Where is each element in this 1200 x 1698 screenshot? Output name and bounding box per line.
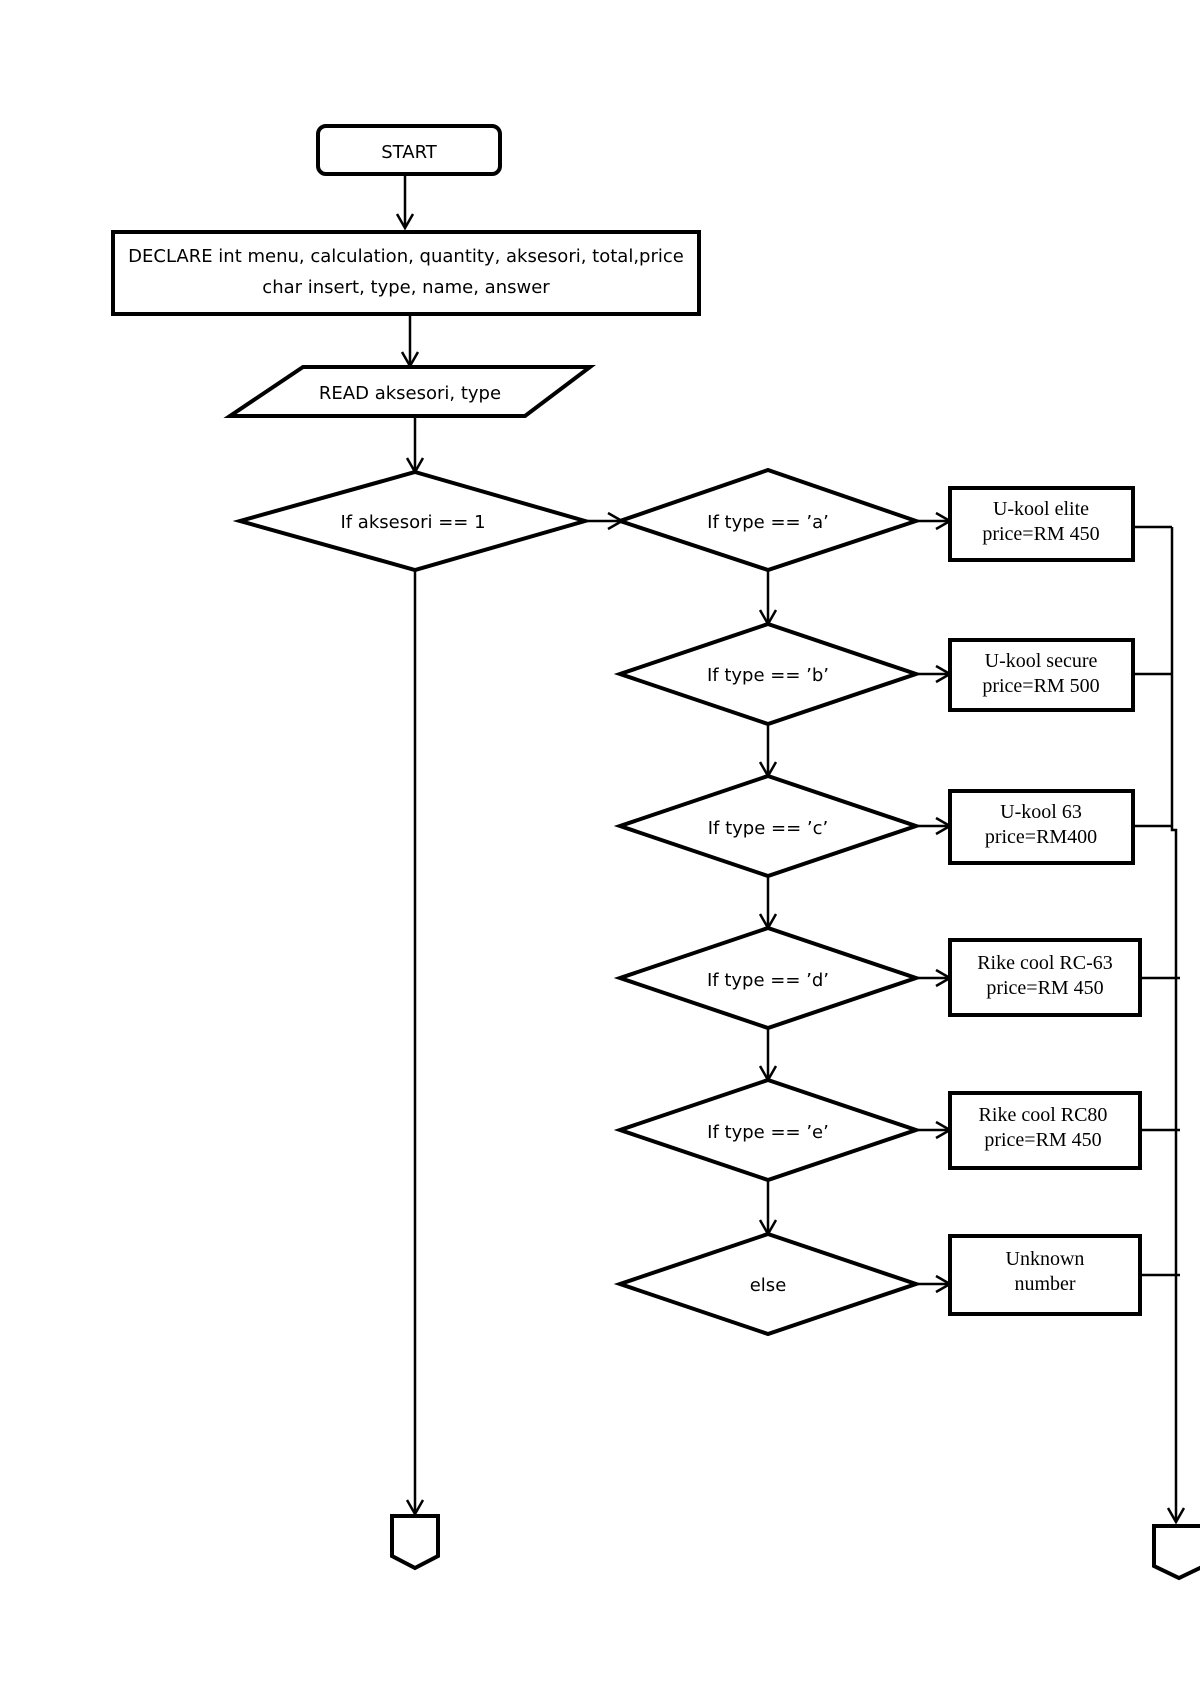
result-else-line-1: Unknown (1006, 1248, 1085, 1270)
result-type-c-line-2: price=RM400 (985, 826, 1097, 848)
decision-type-e: If type == ’e’ (613, 1077, 923, 1183)
result-type-c: U-kool 63 price=RM400 (948, 789, 1135, 865)
result-else: Unknown number (948, 1234, 1142, 1316)
result-type-a-line-1: U-kool elite (993, 498, 1089, 520)
result-type-d-line-1: Rike cool RC-63 (977, 952, 1113, 974)
offpage-connector-left (390, 1514, 440, 1571)
declare-line-1: DECLARE int menu, calculation, quantity,… (128, 246, 684, 267)
decision-type-b-label: If type == ’b’ (707, 665, 829, 686)
decision-type-e-label: If type == ’e’ (707, 1122, 829, 1143)
result-type-b: U-kool secure price=RM 500 (948, 638, 1135, 712)
read-label: READ aksesori, type (319, 383, 501, 404)
result-type-a: U-kool elite price=RM 450 (948, 486, 1135, 562)
declare-process: DECLARE int menu, calculation, quantity,… (111, 230, 701, 316)
result-type-d: Rike cool RC-63 price=RM 450 (948, 938, 1142, 1017)
declare-line-2: char insert, type, name, answer (262, 277, 550, 298)
decision-aksesori: If aksesori == 1 (232, 469, 593, 573)
result-type-c-line-1: U-kool 63 (1000, 801, 1082, 823)
start-label: START (381, 142, 438, 163)
decision-type-a-label: If type == ’a’ (707, 512, 829, 533)
result-type-b-line-2: price=RM 500 (982, 675, 1099, 697)
decision-type-c-label: If type == ’c’ (708, 818, 829, 839)
offpage-connector-right (1152, 1524, 1200, 1581)
result-type-d-line-2: price=RM 450 (986, 977, 1103, 999)
result-type-e: Rike cool RC80 price=RM 450 (948, 1091, 1142, 1170)
decision-type-d: If type == ’d’ (613, 925, 923, 1031)
arrowhead (1166, 1507, 1186, 1525)
decision-aksesori-label: If aksesori == 1 (340, 512, 485, 533)
decision-type-c: If type == ’c’ (613, 773, 923, 879)
result-type-b-line-1: U-kool secure (985, 650, 1098, 672)
decision-type-b: If type == ’b’ (613, 621, 923, 727)
result-type-e-line-1: Rike cool RC80 (979, 1104, 1108, 1126)
decision-else-label: else (750, 1275, 787, 1296)
result-else-line-2: number (1014, 1273, 1075, 1295)
decision-type-a: If type == ’a’ (613, 467, 923, 573)
decision-else: else (613, 1231, 923, 1337)
read-io: READ aksesori, type (223, 365, 596, 418)
collector-bus (1170, 527, 1178, 1522)
result-type-a-line-2: price=RM 450 (982, 523, 1099, 545)
start-terminator: START (316, 124, 502, 176)
result-type-e-line-2: price=RM 450 (984, 1129, 1101, 1151)
arrowhead (395, 213, 415, 231)
decision-type-d-label: If type == ’d’ (707, 970, 829, 991)
